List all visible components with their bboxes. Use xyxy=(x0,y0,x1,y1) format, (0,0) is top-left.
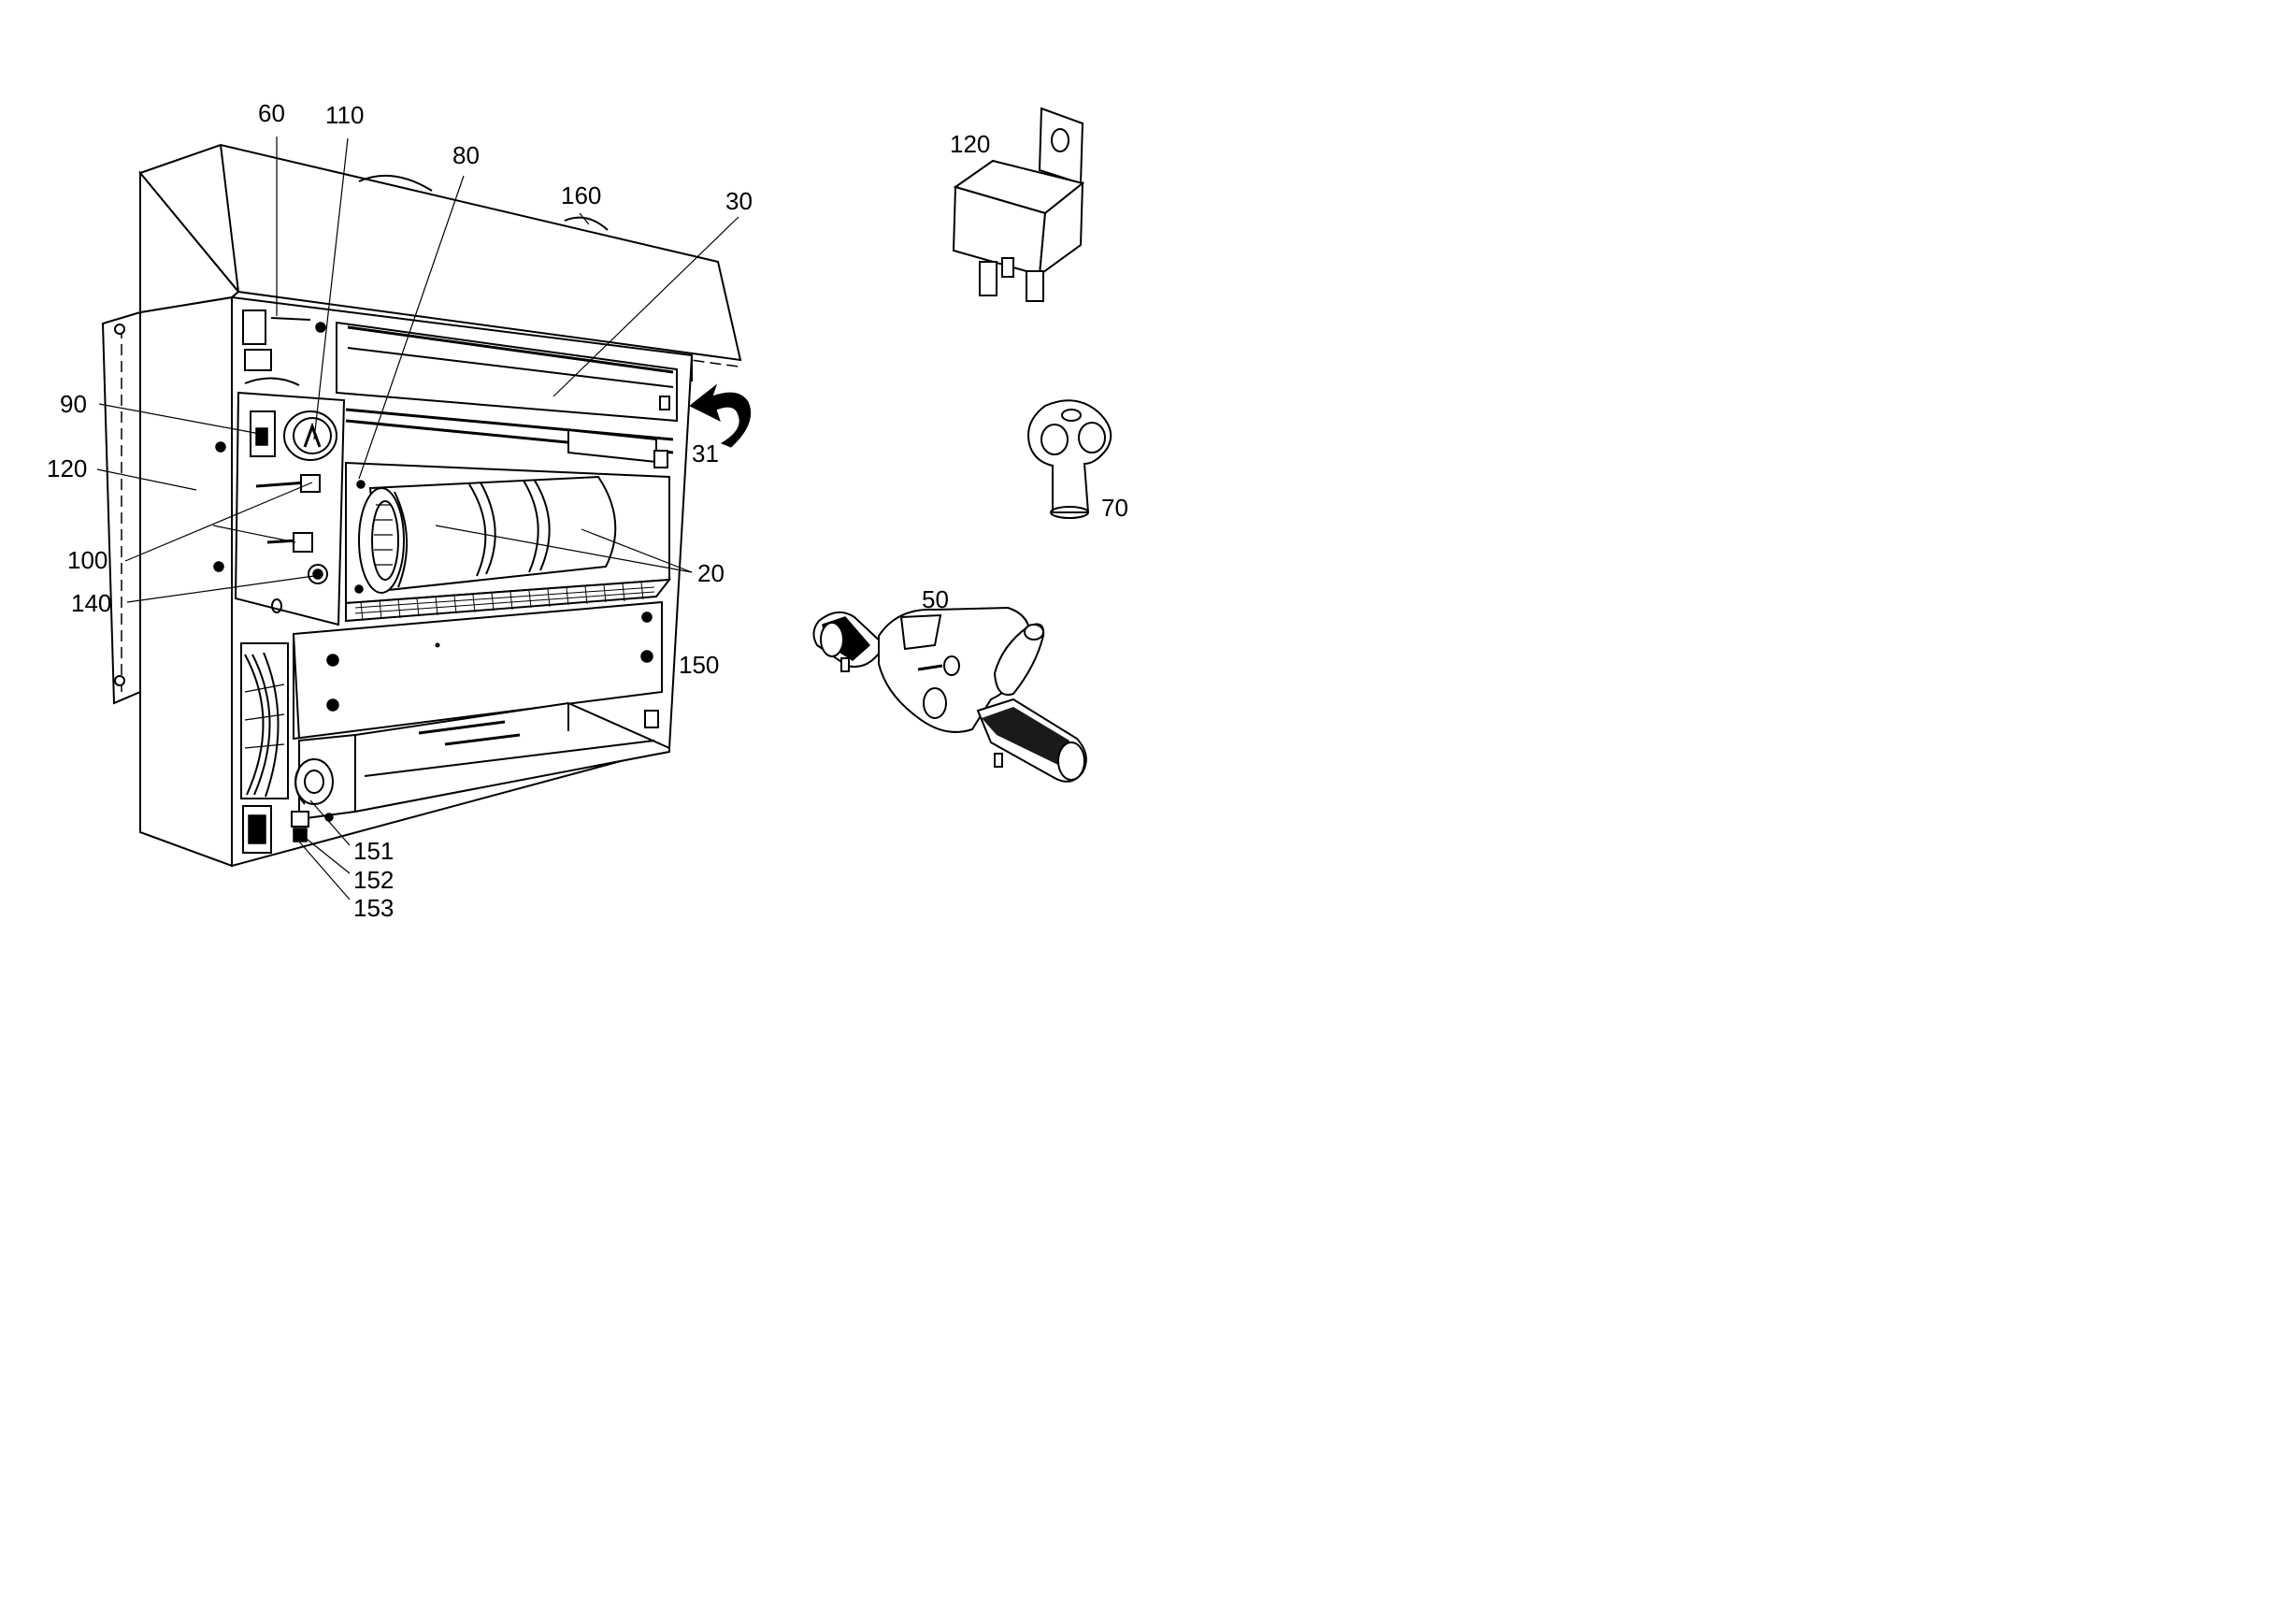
callout-100: 100 xyxy=(67,546,108,574)
callout-140: 140 xyxy=(71,589,111,617)
callout-153: 153 xyxy=(353,894,394,922)
callout-160: 160 xyxy=(561,181,601,209)
valve-50 xyxy=(812,606,1087,783)
callout-120-panel: 120 xyxy=(47,454,87,482)
heat-exchanger-150 xyxy=(293,600,663,741)
blower-compartment xyxy=(345,461,672,623)
leader-151 xyxy=(309,799,351,846)
leader-140 xyxy=(126,575,315,603)
callout-60: 60 xyxy=(258,99,285,127)
blower-motor-20 xyxy=(354,475,617,594)
top-hood-160 xyxy=(138,143,742,367)
callout-110: 110 xyxy=(325,101,364,129)
heater-unit xyxy=(101,143,752,868)
callout-151: 151 xyxy=(353,837,394,865)
filter-element-30 xyxy=(315,321,678,468)
callout-50: 50 xyxy=(922,585,949,613)
callout-152: 152 xyxy=(353,866,394,894)
callout-120-relay: 120 xyxy=(950,130,990,158)
control-panel xyxy=(234,391,346,626)
leader-30 xyxy=(552,216,739,397)
callout-31: 31 xyxy=(692,439,719,468)
leader-120 xyxy=(96,468,197,491)
diagram-canvas: 60 110 80 160 30 120 90 120 31 70 100 20… xyxy=(47,99,1128,922)
key-70 xyxy=(1027,399,1112,519)
callout-90: 90 xyxy=(60,390,87,418)
upper-bracket xyxy=(242,309,311,386)
rotation-arrow-icon xyxy=(689,383,752,448)
callout-150: 150 xyxy=(679,651,719,679)
leader-20a xyxy=(435,525,693,573)
relay-120 xyxy=(952,107,1085,302)
callout-80: 80 xyxy=(452,141,480,169)
leader-160 xyxy=(579,212,590,225)
callout-30: 30 xyxy=(725,187,753,215)
mesh-lines xyxy=(354,582,655,622)
leader-100a xyxy=(124,482,313,562)
callout-20: 20 xyxy=(697,559,725,587)
mesh-grid xyxy=(345,578,672,623)
wiring-harness xyxy=(240,642,289,854)
side-casing-panel xyxy=(139,295,233,868)
leader-20b xyxy=(581,528,693,573)
thermostat-knob-icon xyxy=(283,410,337,461)
leader-100b xyxy=(212,525,296,543)
callout-labels: 60 110 80 160 30 120 90 120 31 70 100 20… xyxy=(47,99,1128,922)
callout-70: 70 xyxy=(1101,494,1128,522)
leader-110 xyxy=(313,137,349,440)
leader-lines xyxy=(96,137,739,900)
leader-80 xyxy=(358,175,465,480)
side-screws xyxy=(213,441,226,572)
leader-90 xyxy=(98,403,261,435)
leader-153 xyxy=(298,841,351,900)
fan-wheel-icon xyxy=(358,487,405,594)
leader-152 xyxy=(302,835,351,874)
mounting-flange xyxy=(101,310,141,705)
exploded-parts-diagram: 60 110 80 160 30 120 90 120 31 70 100 20… xyxy=(0,0,1451,1019)
